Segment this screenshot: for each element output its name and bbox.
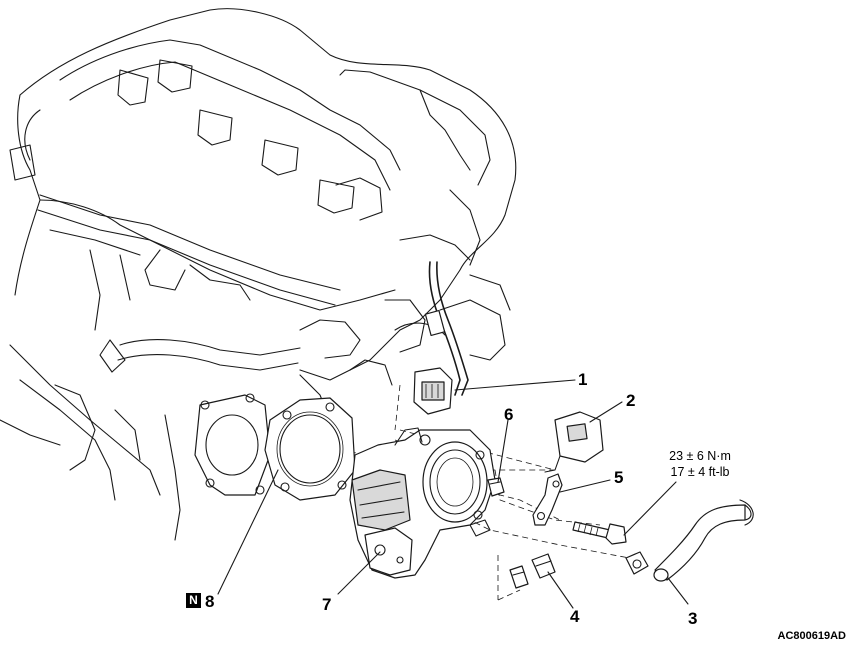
callout-7: 7 bbox=[322, 595, 332, 614]
callout-2: 2 bbox=[626, 391, 636, 410]
leader-3 bbox=[667, 577, 689, 605]
leader-5 bbox=[559, 479, 611, 493]
part-2-sensor bbox=[544, 411, 604, 473]
part-1-harness-connector bbox=[413, 367, 453, 415]
leader-4 bbox=[547, 571, 574, 609]
wiring-harness bbox=[424, 261, 469, 396]
leader-2 bbox=[589, 401, 623, 423]
leader-8 bbox=[217, 469, 279, 595]
callout-3: 3 bbox=[688, 609, 698, 628]
leader-6 bbox=[497, 419, 509, 483]
ignition-coils bbox=[117, 59, 383, 221]
figure-code: AC800619AD bbox=[777, 630, 846, 642]
part-7-throttle-body bbox=[349, 427, 496, 579]
callout-8: 8 bbox=[205, 592, 215, 611]
torque-imperial: 17 ± 4 ft-lb bbox=[670, 465, 730, 479]
part-5-bracket bbox=[532, 473, 563, 526]
bolt bbox=[572, 521, 627, 545]
intake-port bbox=[194, 393, 271, 496]
torque-spec: 23 ± 6 N·m 17 ± 4 ft-lb bbox=[645, 448, 755, 480]
callout-1: 1 bbox=[578, 370, 588, 389]
part-3-hose bbox=[625, 499, 754, 582]
engine-background bbox=[0, 8, 517, 541]
leader-1 bbox=[454, 379, 576, 391]
leader-7 bbox=[337, 551, 381, 595]
leader-torque bbox=[623, 481, 677, 536]
callout-5: 5 bbox=[614, 468, 624, 487]
callout-4: 4 bbox=[570, 607, 580, 626]
part-8-gasket bbox=[264, 397, 356, 501]
part-4-clips bbox=[509, 553, 556, 589]
torque-metric: 23 ± 6 N·m bbox=[669, 449, 731, 463]
part-6-clip bbox=[487, 477, 505, 497]
new-part-badge-icon: N bbox=[186, 593, 201, 608]
leader-lines bbox=[217, 379, 689, 609]
callout-6: 6 bbox=[504, 405, 514, 424]
